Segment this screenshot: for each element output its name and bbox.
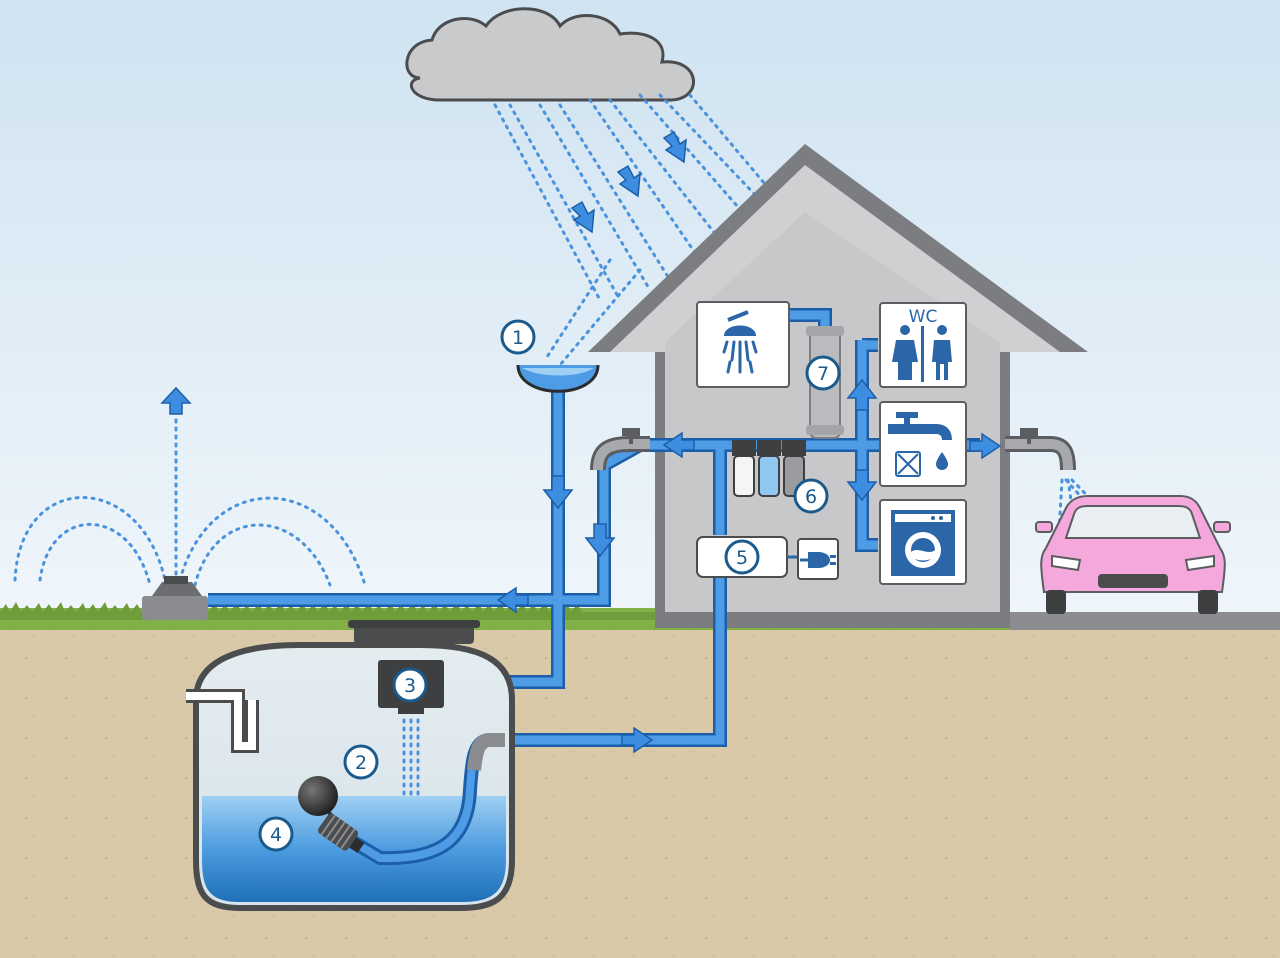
sprinkler-spray [13, 418, 367, 587]
water-filters [732, 440, 806, 497]
car [1035, 495, 1231, 614]
svg-text:6: 6 [805, 486, 817, 508]
rain-streams [493, 93, 772, 367]
spray-up-arrow [160, 386, 192, 415]
rain-arrows [570, 130, 687, 234]
suction-hose [346, 733, 505, 866]
wc-label: WC [909, 307, 938, 327]
rain-cloud [405, 7, 695, 102]
roof-gutter [516, 364, 600, 393]
svg-text:5: 5 [736, 547, 748, 569]
outdoor-tap-right [1005, 428, 1076, 471]
garden-tap-left [590, 428, 650, 471]
inlet-spray [402, 718, 420, 802]
svg-text:1: 1 [512, 327, 524, 349]
badge-6: 6 [793, 478, 829, 514]
washing-machine-icon [879, 499, 967, 585]
badge-5: 5 [724, 539, 760, 575]
svg-text:2: 2 [355, 752, 367, 774]
svg-text:4: 4 [270, 824, 282, 846]
tank-overflow-pipe [186, 689, 259, 753]
badge-4: 4 [258, 816, 294, 852]
driveway [1010, 612, 1280, 630]
power-plug-icon [797, 538, 839, 580]
badge-2: 2 [343, 744, 379, 780]
svg-text:7: 7 [817, 363, 829, 385]
badge-7: 7 [805, 355, 841, 391]
floating-intake-filter [317, 813, 365, 853]
badge-3: 3 [392, 667, 428, 703]
soil-texture [0, 628, 1280, 958]
tap-icon [879, 401, 967, 487]
garden-sprinkler [142, 576, 208, 620]
svg-text:3: 3 [404, 675, 416, 697]
flow-arrows [496, 378, 1002, 754]
badge-1: 1 [500, 319, 536, 355]
shower-icon [696, 301, 790, 388]
wc-icon: WC [879, 302, 967, 388]
